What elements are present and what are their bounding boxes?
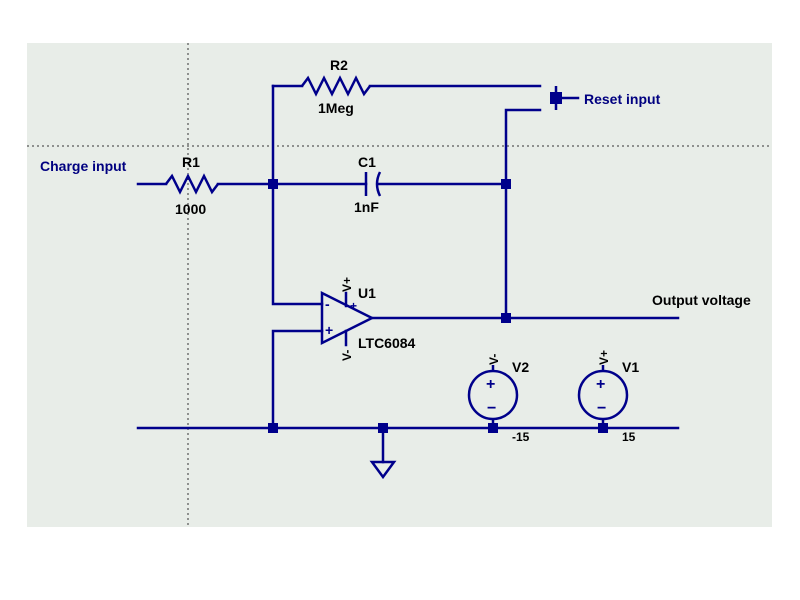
junction-ground-left [268, 423, 278, 433]
u1-inverting-sign: - [325, 296, 330, 312]
wire-feedback-right [504, 108, 542, 320]
reset-switch-icon[interactable] [550, 86, 562, 110]
u1-opamp-icon [320, 290, 375, 346]
v2-net-label: V- [487, 354, 501, 365]
junction-r1-c1 [268, 179, 278, 189]
junction-ground [378, 423, 388, 433]
r1-ref: R1 [182, 154, 200, 170]
u1-value: LTC6084 [358, 335, 416, 351]
wires [136, 84, 680, 464]
u1-ref: U1 [358, 285, 376, 301]
junction-c1-right [501, 179, 511, 189]
c1-ref: C1 [358, 154, 376, 170]
u1-noninverting-sign: + [325, 322, 333, 338]
junction-v2 [488, 423, 498, 433]
svg-text:−: − [487, 400, 496, 417]
svg-text:+: + [486, 376, 495, 393]
u1-vminus-pin-label: V- [340, 350, 354, 361]
c1-value: 1nF [354, 199, 379, 215]
v1-ref: V1 [622, 359, 639, 375]
net-label-charge-input: Charge input [40, 158, 127, 174]
r2-resistor-icon [301, 75, 371, 97]
svg-text:−: − [597, 400, 606, 417]
wire-noninverting [271, 329, 324, 430]
c1-capacitor-icon [364, 171, 382, 197]
ground-icon [369, 460, 397, 480]
v2-source-icon: + − [467, 365, 519, 421]
v1-source-icon: + − [577, 365, 629, 421]
v2-ref: V2 [512, 359, 529, 375]
r1-value: 1000 [175, 201, 206, 217]
junction-v1 [598, 423, 608, 433]
svg-text:+: + [596, 376, 605, 393]
r1-resistor-icon [165, 173, 219, 195]
r2-value: 1Meg [318, 100, 354, 116]
v1-value: 15 [622, 430, 636, 444]
junction-output [501, 313, 511, 323]
net-label-output-voltage: Output voltage [652, 292, 751, 308]
u1-supply-plus-sign: + [350, 299, 357, 313]
r2-ref: R2 [330, 57, 348, 73]
net-label-reset-input: Reset input [584, 91, 661, 107]
v1-net-label: V+ [597, 350, 611, 365]
u1-vplus-pin-label: V+ [340, 277, 354, 292]
junctions [268, 179, 608, 433]
v2-value: -15 [512, 430, 530, 444]
schematic-background [27, 43, 772, 527]
wire-inverting-bus [271, 84, 324, 306]
